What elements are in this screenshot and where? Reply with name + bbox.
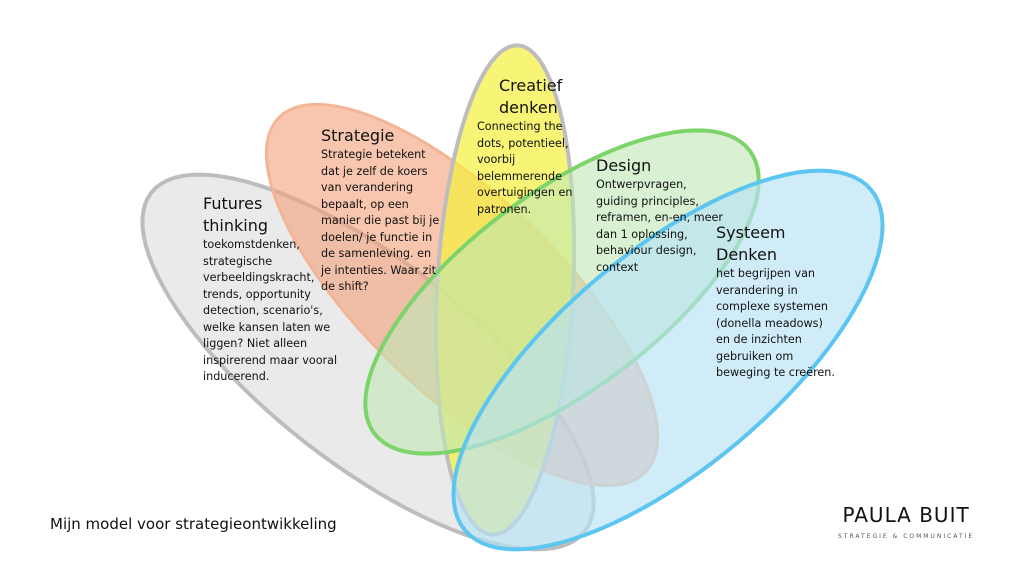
logo-name: PAULA BUIT: [842, 503, 970, 527]
strategie-block: Strategie Strategie betekent dat je zelf…: [321, 125, 439, 296]
logo-tagline: STRATEGIE & COMMUNICATIE: [838, 533, 975, 540]
strategie-title: Strategie: [321, 126, 395, 145]
design-block: Design Ontwerpvragen, guiding principles…: [596, 155, 723, 276]
systeem-text: het begrijpen van verandering in complex…: [716, 267, 835, 379]
ellipse-systeem: [451, 168, 885, 552]
futures-title: Futures thinking: [203, 194, 269, 235]
strategie-text: Strategie betekent dat je zelf de koers …: [321, 148, 440, 293]
creatief-text: Connecting the dots, potentieel, voorbij…: [477, 120, 573, 216]
creatief-title: Creatief denken: [499, 76, 563, 117]
futures-text: toekomstdenken, strategische verbeelding…: [203, 238, 338, 383]
caption: Mijn model voor strategieontwikkeling: [50, 515, 337, 533]
systeem-title: Systeem Denken: [716, 223, 786, 264]
logo: PAULA BUIT STRATEGIE & COMMUNICATIE: [838, 503, 974, 540]
design-title: Design: [596, 156, 652, 175]
design-text: Ontwerpvragen, guiding principles, refra…: [596, 178, 723, 274]
futures-block: Futures thinking toekomstdenken, strateg…: [203, 193, 337, 386]
systeem-block: Systeem Denken het begrijpen van verande…: [716, 222, 835, 382]
creatief-block: Creatief denken Connecting the dots, pot…: [477, 75, 572, 218]
